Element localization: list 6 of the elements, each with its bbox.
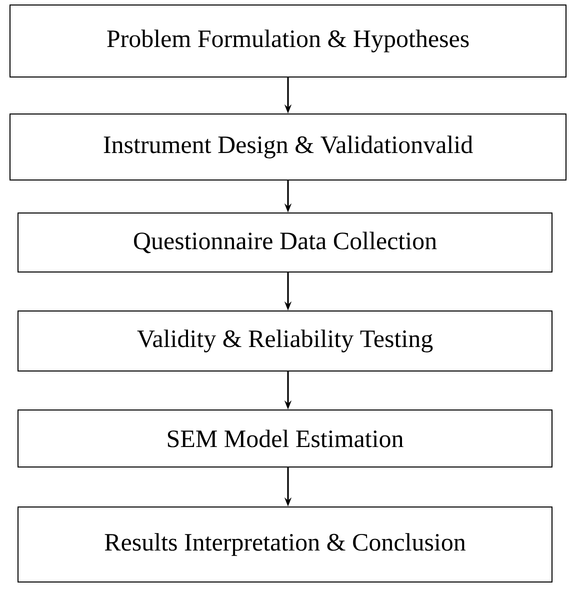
process-box: Problem Formulation & Hypotheses (10, 4, 566, 78)
process-box: Validity & Reliability Testing (18, 310, 552, 372)
process-box: Results Interpretation & Conclusion (18, 506, 552, 582)
process-box: Questionnaire Data Collection (18, 212, 552, 272)
process-box: SEM Model Estimation (18, 410, 552, 468)
process-box: Instrument Design & Validationvalid (10, 114, 566, 180)
